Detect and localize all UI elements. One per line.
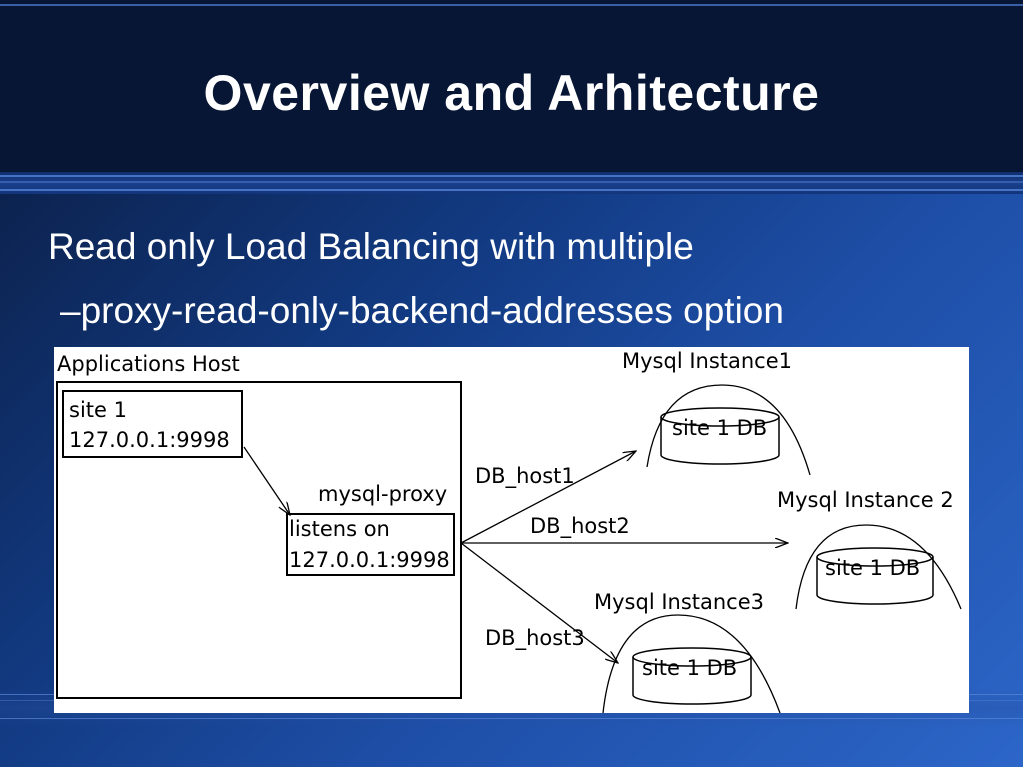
slide-header: Overview and Arhitecture [0, 0, 1023, 172]
db-host3-arrow [460, 542, 618, 663]
bullet-text-2: –proxy-read-only-backend-addresses optio… [60, 290, 784, 331]
db-host3-label: DB_host3 [485, 626, 585, 651]
proxy-line2: 127.0.0.1:9998 [289, 548, 450, 572]
instance1-db-label: site 1 DB [672, 416, 767, 440]
proxy-line1: listens on [289, 517, 390, 541]
instance2-dome [795, 524, 962, 610]
instance2-db-top [816, 547, 934, 567]
db-host1-arrow [460, 451, 636, 544]
applications-host-box [56, 381, 462, 699]
instance2-label: Mysql Instance 2 [777, 488, 954, 512]
db-host1-label: DB_host1 [475, 464, 575, 489]
db-host2-label: DB_host2 [530, 514, 630, 539]
separator-line [0, 181, 1023, 183]
separator-line [0, 189, 1023, 191]
proxy-label: mysql-proxy [318, 482, 447, 506]
instance3-db-cylinder [632, 657, 752, 705]
instance3-db-label: site 1 DB [642, 656, 737, 680]
proxy-box [286, 513, 455, 576]
site-box-line1: site 1 [69, 398, 127, 422]
instance3-db-top [632, 647, 752, 667]
header-rule [0, 4, 1023, 6]
applications-host-label: Applications Host [57, 352, 240, 376]
instance3-label: Mysql Instance3 [594, 590, 764, 614]
instance2-db-cylinder [816, 557, 934, 605]
diagram-canvas: Applications Host site 1 127.0.0.1:9998 … [56, 349, 962, 713]
instance1-label: Mysql Instance1 [622, 349, 792, 373]
instance1-db-top [660, 407, 780, 427]
footer-line [0, 718, 1023, 719]
site-to-proxy-arrow [243, 446, 290, 515]
bullet-text-1: Read only Load Balancing with multiple [48, 226, 694, 267]
separator-line [0, 175, 1023, 177]
site-box [62, 390, 243, 458]
slide-title: Overview and Arhitecture [203, 65, 820, 121]
architecture-diagram: Applications Host site 1 127.0.0.1:9998 … [54, 347, 969, 713]
instance3-dome [602, 614, 781, 713]
header-separator [0, 172, 1023, 194]
site-box-line2: 127.0.0.1:9998 [69, 428, 230, 452]
instance2-db-label: site 1 DB [825, 556, 920, 580]
instance1-db-cylinder [660, 417, 780, 465]
